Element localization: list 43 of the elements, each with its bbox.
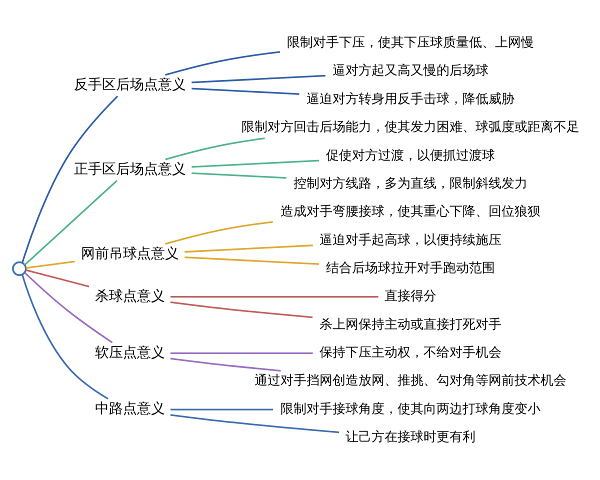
connector: [26, 268, 90, 287]
connector: [170, 408, 273, 410]
connector: [21, 274, 108, 400]
node-text: 限制对手接球角度，使其向两边打球角度变小: [280, 401, 540, 416]
node-text: 限制对方回击后场能力，使其发力困难、球弧度或距离不足: [241, 120, 580, 135]
node-text: 促使对方过渡，以便抓过渡球: [326, 148, 495, 163]
node-text: 保持下压主动权，不给对手机会: [319, 344, 502, 360]
node-text: 软压点意义: [94, 344, 165, 360]
connector: [184, 256, 320, 264]
connector: [170, 296, 378, 298]
connector: [170, 414, 340, 433]
node-text: 反手区后场点意义: [74, 76, 186, 93]
node-text: 造成对手弯腰接球，使其重心下降、回位狼狈: [280, 204, 540, 220]
node-text: 通过对手挡网创造放网、推挑、勾对角等网前技术机会: [254, 373, 566, 388]
node-text: 直接得分: [384, 288, 436, 304]
node-text: 让己方在接球时更有利: [345, 430, 476, 445]
node-text: 逼迫对方转身用反手击球，降低威胁: [306, 91, 514, 106]
connector: [22, 95, 118, 262]
connector: [170, 300, 313, 318]
connector: [165, 137, 265, 160]
node-text: 网前吊球点意义: [80, 246, 179, 262]
node-text: 中路点意义: [94, 400, 165, 417]
connector: [24, 180, 118, 266]
node-circle: [12, 260, 27, 276]
connector: [192, 87, 300, 94]
connector: [26, 260, 75, 268]
connector: [165, 50, 280, 76]
node-text: 逼迫对手起高球，以便持续施压: [319, 232, 502, 248]
node-text: 限制对手下压，使其下压球质量低、上网慢: [286, 35, 534, 50]
connector: [165, 220, 273, 244]
connector: [192, 74, 326, 83]
connector: [170, 352, 313, 354]
connector: [170, 357, 281, 372]
node-text: 控制对方线路，多为直线，限制斜线发力: [293, 176, 528, 191]
connector: [24, 272, 113, 343]
node-text: 杀球点意义: [94, 288, 165, 304]
connector: [192, 159, 320, 168]
node-text: 结合后场球拉开对手跑动范围: [326, 260, 495, 276]
node-text: 逼对方起又高又慢的后场球: [332, 63, 488, 78]
node-text: 杀上网保持主动或直接打死对手: [319, 316, 502, 332]
node-text: 正手区后场点意义: [74, 161, 186, 178]
connector: [192, 172, 286, 178]
connector: [184, 244, 313, 252]
